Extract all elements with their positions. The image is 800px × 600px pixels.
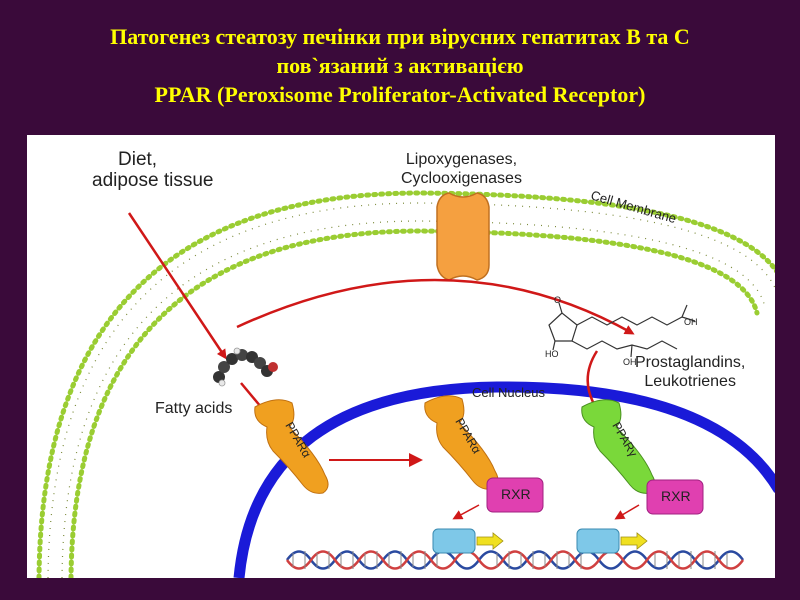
rxr-block-2 (646, 479, 704, 515)
chem-o-label: O (554, 295, 562, 305)
prostaglandin-structure (548, 302, 696, 358)
diagram-canvas: Cell Membrane PPARα PPARα PPARγ (36, 187, 775, 578)
membrane-arrow (236, 278, 635, 335)
cell-nucleus-envelope (233, 381, 775, 578)
title-line-2: пов`язаний з активацією (276, 53, 524, 78)
rxr-block-1 (486, 477, 544, 513)
diet-label-line-1: Diet, (118, 149, 158, 170)
slide-title: Патогенез стеатозу печінки при вірусних … (0, 22, 800, 109)
fatty-acids-label: Fatty acids (155, 400, 233, 417)
cell-membrane-label: Cell Membrane (589, 187, 678, 226)
enzymes-label: Lipoxygenases, Cyclooxigenases (401, 150, 522, 188)
rxr-label-1: RXR (501, 486, 531, 502)
chem-oh-label: OH (623, 357, 637, 367)
diet-label: Diet, adipose tissue (92, 149, 213, 191)
enzymes-label-line-2: Cyclooxigenases (401, 170, 522, 187)
response-element-1 (432, 528, 504, 554)
fatty-acid-molecule (213, 347, 278, 387)
enzymes-label-line-1: Lipoxygenases, (405, 151, 518, 168)
dna-helix (285, 550, 745, 570)
ppar-alpha-receptor-1 (254, 399, 329, 494)
ppar-gamma-receptor (581, 399, 656, 494)
transcription-arrow-right (614, 504, 640, 520)
title-line-1: Патогенез стеатозу печінки при вірусних … (110, 24, 690, 49)
prostaglandins-label-line-2: Leukotrienes (644, 373, 736, 390)
rxr-label-2: RXR (661, 488, 691, 504)
enzyme-channel (436, 192, 490, 281)
prostaglandins-label-line-1: Prostaglandins, (635, 354, 746, 371)
prostaglandins-label: Prostaglandins, Leukotrienes (635, 353, 745, 391)
ppar-alpha-receptor-2 (424, 395, 499, 490)
ppar-pathway-diagram: Cell Membrane PPARα PPARα PPARγ Diet, ad… (27, 135, 775, 578)
diet-arrow (127, 212, 227, 360)
title-line-3: PPAR (Peroxisome Proliferator-Activated … (154, 82, 646, 107)
transcription-arrow-left (452, 504, 480, 520)
diet-label-line-2: adipose tissue (92, 170, 214, 191)
chem-oh-acid-label: OH (684, 317, 698, 327)
chem-ho-label: HO (545, 349, 559, 359)
cell-membrane (36, 190, 775, 578)
cell-nucleus-label: Cell Nucleus (472, 385, 545, 400)
response-element-2 (576, 528, 648, 554)
